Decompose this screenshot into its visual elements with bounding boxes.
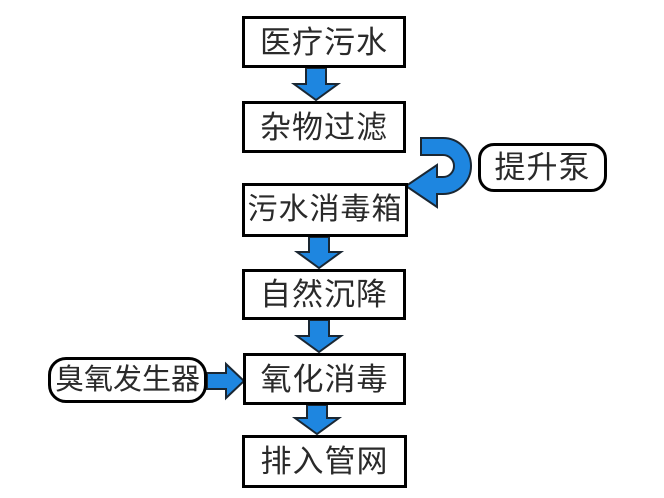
right-arrow-ozone-to-oxidation	[206, 361, 246, 401]
uturn-arrow-filter-to-tank	[404, 137, 473, 209]
side-node-lift-pump: 提升泵	[478, 143, 607, 192]
flow-box-label: 杂物过滤	[260, 109, 388, 145]
flow-box-natural-settling: 自然沉降	[242, 269, 406, 320]
down-arrow-tank-to-settling	[293, 236, 345, 270]
flow-box-discharge-to-pipe-network: 排入管网	[242, 435, 407, 488]
flow-box-oxidation-disinfection: 氧化消毒	[243, 353, 406, 405]
down-arrow-oxidation-to-discharge	[291, 404, 343, 436]
flow-box-label: 排入管网	[260, 444, 389, 479]
flow-box-label: 氧化消毒	[260, 361, 389, 397]
side-node-label: 提升泵	[494, 150, 591, 185]
side-node-label: 臭氧发生器	[54, 363, 200, 396]
flow-box-label: 自然沉降	[260, 277, 388, 312]
flow-box-label: 污水消毒箱	[247, 193, 403, 226]
side-node-ozone-generator: 臭氧发生器	[48, 357, 207, 403]
flow-box-debris-filtering: 杂物过滤	[242, 101, 406, 153]
down-arrow-medical-to-filter	[290, 67, 342, 102]
flow-box-label: 医疗污水	[260, 24, 388, 60]
down-arrow-settling-to-oxidation	[293, 319, 345, 354]
flow-box-sewage-disinfection-tank: 污水消毒箱	[242, 183, 408, 237]
flow-box-medical-sewage: 医疗污水	[242, 16, 406, 68]
